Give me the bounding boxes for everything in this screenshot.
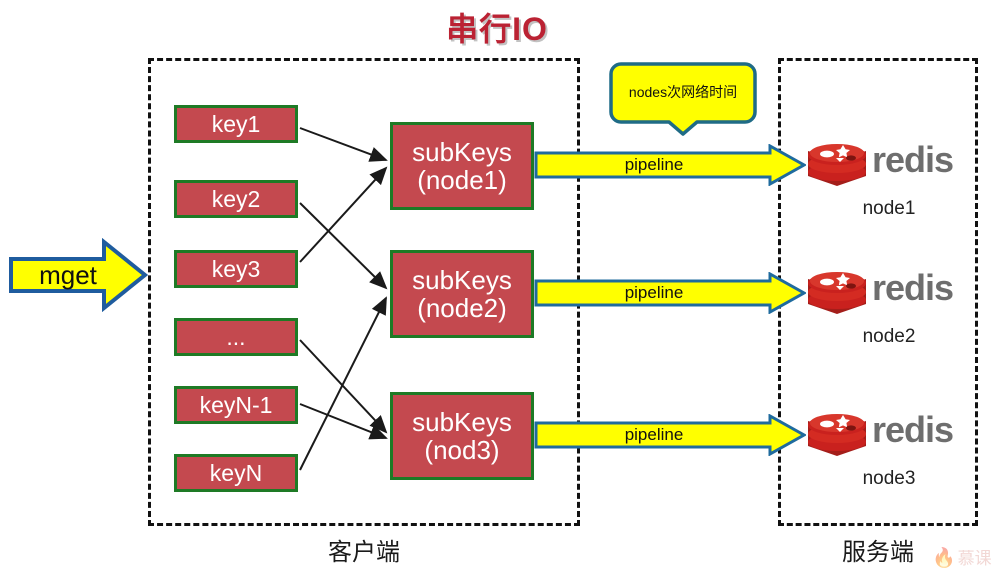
watermark: 🔥 慕课 (932, 544, 994, 572)
redis-wordmark: redis (872, 139, 954, 180)
redis-node-3: redis node3 (806, 406, 978, 489)
key-box[interactable]: key3 (174, 250, 298, 288)
speech-bubble-icon (609, 62, 757, 136)
mget-label: mget (39, 259, 97, 290)
pipeline-label: pipeline (624, 283, 684, 302)
pipeline-arrow-icon (534, 272, 806, 314)
redis-node-2: redis node2 (806, 264, 978, 347)
page-title: 串行IO (446, 11, 548, 47)
subkeys-box-node2[interactable]: subKeys (node2) (390, 250, 534, 338)
subkeys-box-node3[interactable]: subKeys (nod3) (390, 392, 534, 480)
subkeys-line2: (node1) (417, 165, 507, 195)
redis-logo-icon (808, 414, 866, 456)
redis-node-name: node2 (862, 326, 916, 347)
redis-wordmark: redis (872, 267, 954, 308)
key-box[interactable]: ... (174, 318, 298, 356)
pipeline-label: pipeline (624, 425, 684, 444)
subkeys-line1: subKeys (412, 264, 512, 295)
client-zone-label: 客户端 (328, 539, 400, 566)
pipeline-arrow-icon (534, 414, 806, 456)
redis-wordmark: redis (872, 409, 954, 450)
flame-icon: 🔥 (932, 547, 956, 569)
callout-text: nodes次网络时间 (628, 84, 738, 100)
key-box[interactable]: key2 (174, 180, 298, 218)
redis-node-1: redis node1 (806, 136, 978, 219)
server-zone-label: 服务端 (842, 539, 914, 566)
pipeline-arrow-icon (534, 144, 806, 186)
subkeys-line1: subKeys (412, 136, 512, 167)
subkeys-line2: (node2) (417, 293, 507, 323)
redis-node-name: node3 (862, 468, 916, 489)
subkeys-line1: subKeys (412, 406, 512, 437)
key-box[interactable]: keyN (174, 454, 298, 492)
watermark-text: 慕课 (957, 549, 992, 567)
mget-arrow-icon (9, 238, 148, 312)
key-box[interactable]: keyN-1 (174, 386, 298, 424)
subkeys-line2: (nod3) (424, 435, 500, 465)
key-box[interactable]: key1 (174, 105, 298, 143)
redis-logo-icon (808, 144, 866, 186)
subkeys-box-node1[interactable]: subKeys (node1) (390, 122, 534, 210)
redis-logo-icon (808, 272, 866, 314)
redis-node-name: node1 (862, 198, 916, 219)
pipeline-label: pipeline (624, 155, 684, 174)
